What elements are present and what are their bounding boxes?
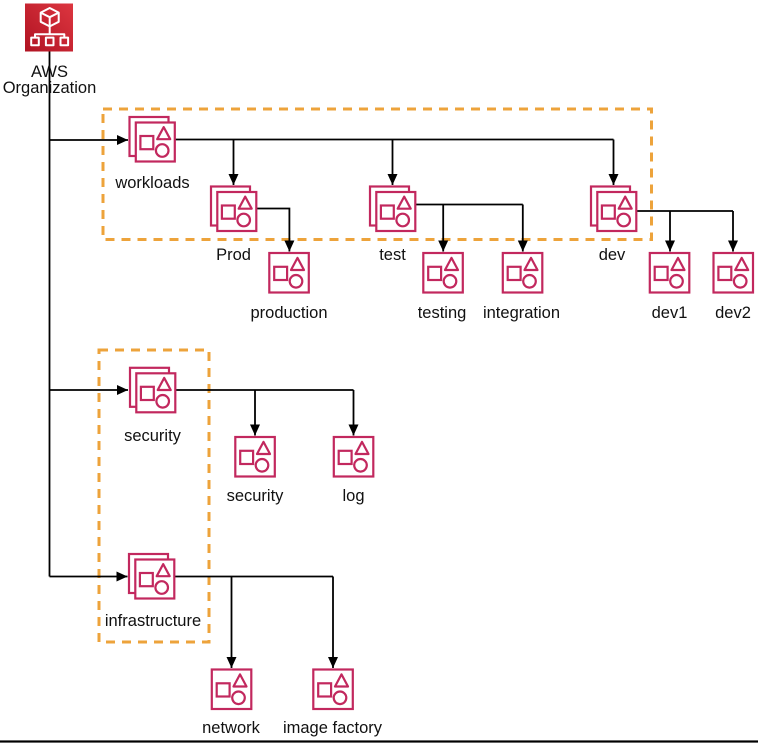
svg-text:dev2: dev2 bbox=[715, 304, 751, 322]
svg-text:image factory: image factory bbox=[283, 719, 383, 737]
svg-text:infrastructure: infrastructure bbox=[105, 612, 201, 630]
svg-text:network: network bbox=[202, 719, 261, 737]
svg-text:test: test bbox=[379, 246, 406, 264]
svg-text:security: security bbox=[124, 427, 182, 445]
svg-text:Prod: Prod bbox=[216, 246, 251, 264]
svg-text:Organization: Organization bbox=[3, 79, 97, 97]
svg-text:integration: integration bbox=[483, 304, 560, 322]
svg-text:dev: dev bbox=[599, 246, 626, 264]
svg-text:security: security bbox=[227, 487, 285, 505]
svg-text:log: log bbox=[342, 487, 364, 505]
svg-text:dev1: dev1 bbox=[652, 304, 688, 322]
svg-text:testing: testing bbox=[418, 304, 467, 322]
svg-text:production: production bbox=[250, 304, 327, 322]
svg-text:workloads: workloads bbox=[114, 174, 189, 192]
svg-text:AWS: AWS bbox=[31, 63, 68, 81]
